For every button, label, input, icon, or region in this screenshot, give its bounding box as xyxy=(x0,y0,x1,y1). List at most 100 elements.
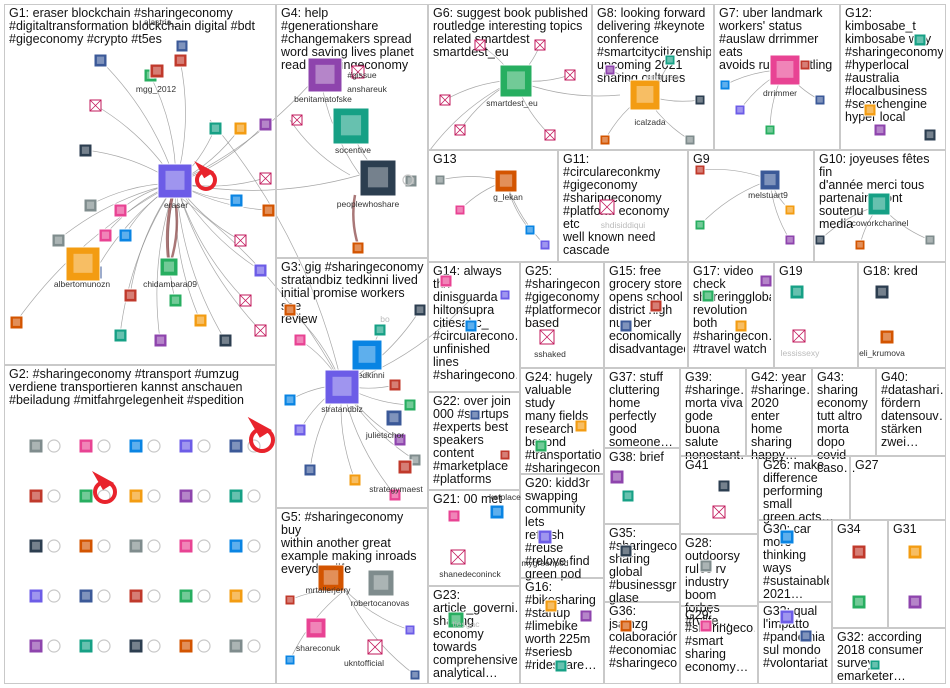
node-avatar[interactable] xyxy=(720,80,730,90)
node-avatar[interactable] xyxy=(129,439,143,453)
node-avatar[interactable] xyxy=(852,595,866,609)
node-avatar[interactable] xyxy=(114,204,127,217)
node-avatar[interactable] xyxy=(234,122,247,135)
node-avatar[interactable] xyxy=(304,464,316,476)
node-benitamatofske[interactable] xyxy=(308,58,342,92)
node-avatar[interactable] xyxy=(374,324,386,336)
node-avatar[interactable] xyxy=(259,118,272,131)
node-avatar[interactable] xyxy=(79,489,93,503)
node-avatar[interactable] xyxy=(605,65,615,75)
node-avatar[interactable] xyxy=(924,129,936,141)
node-avatar[interactable] xyxy=(495,170,517,192)
node-avatar[interactable] xyxy=(908,545,922,559)
node-avatar[interactable] xyxy=(179,539,193,553)
node-avatar[interactable] xyxy=(169,294,182,307)
node-placeholder[interactable] xyxy=(240,295,251,306)
node-avatar[interactable] xyxy=(855,240,865,250)
node-avatar[interactable] xyxy=(404,399,416,411)
node-avatar[interactable] xyxy=(29,489,43,503)
node-peoplewhoshare[interactable] xyxy=(360,160,396,196)
node-avatar[interactable] xyxy=(160,258,178,276)
node-avatar[interactable] xyxy=(765,125,775,135)
node-avatar[interactable] xyxy=(780,610,794,624)
node-avatar[interactable] xyxy=(695,95,705,105)
node-avatar[interactable] xyxy=(868,193,890,215)
node-avatar[interactable] xyxy=(52,234,65,247)
node-avatar[interactable] xyxy=(129,639,143,653)
node-avatar[interactable] xyxy=(29,589,43,603)
node-avatar[interactable] xyxy=(29,439,43,453)
node-avatar[interactable] xyxy=(490,505,504,519)
node-avatar[interactable] xyxy=(780,530,794,544)
node-avatar[interactable] xyxy=(99,229,112,242)
node-avatar[interactable] xyxy=(650,300,662,312)
node-avatar[interactable] xyxy=(500,290,510,300)
node-avatar[interactable] xyxy=(150,64,164,78)
node-avatar[interactable] xyxy=(254,264,267,277)
node-avatar[interactable] xyxy=(545,600,557,612)
node-avatar[interactable] xyxy=(735,320,747,332)
node-placeholder[interactable] xyxy=(455,125,465,135)
node-placeholder[interactable] xyxy=(535,40,545,50)
node-avatar[interactable] xyxy=(760,170,780,190)
node-placeholder[interactable] xyxy=(713,506,725,518)
node-avatar[interactable] xyxy=(852,545,866,559)
node-avatar[interactable] xyxy=(540,240,550,250)
node-avatar[interactable] xyxy=(229,639,243,653)
node-avatar[interactable] xyxy=(580,610,592,622)
node-avatar[interactable] xyxy=(229,439,243,453)
node-placeholder[interactable] xyxy=(260,173,271,184)
node-avatar[interactable] xyxy=(700,620,712,632)
node-avatar[interactable] xyxy=(800,630,812,642)
node-placeholder[interactable] xyxy=(793,330,805,342)
node-avatar[interactable] xyxy=(79,539,93,553)
node-avatar[interactable] xyxy=(695,220,705,230)
node-avatar[interactable] xyxy=(435,175,445,185)
node-avatar[interactable] xyxy=(874,124,886,136)
node-avatar[interactable] xyxy=(398,460,412,474)
node-avatar[interactable] xyxy=(229,489,243,503)
node-avatar[interactable] xyxy=(209,122,222,135)
node-avatar[interactable] xyxy=(29,539,43,553)
node-avatar[interactable] xyxy=(79,589,93,603)
node-avatar[interactable] xyxy=(875,285,889,299)
node-avatar[interactable] xyxy=(174,54,187,67)
node-avatar[interactable] xyxy=(176,40,188,52)
node-avatar[interactable] xyxy=(925,235,935,245)
node-icalzada[interactable] xyxy=(630,80,660,110)
node-avatar[interactable] xyxy=(685,135,695,145)
node-avatar[interactable] xyxy=(129,589,143,603)
node-avatar[interactable] xyxy=(414,304,426,316)
node-avatar[interactable] xyxy=(194,314,207,327)
node-avatar[interactable] xyxy=(229,589,243,603)
node-avatar[interactable] xyxy=(622,490,634,502)
node-avatar[interactable] xyxy=(908,595,922,609)
node-avatar[interactable] xyxy=(294,424,306,436)
node-avatar[interactable] xyxy=(500,450,510,460)
node-avatar[interactable] xyxy=(179,639,193,653)
node-placeholder[interactable] xyxy=(540,330,554,344)
node-avatar[interactable] xyxy=(770,55,800,85)
node-avatar[interactable] xyxy=(179,589,193,603)
node-placeholder[interactable] xyxy=(292,115,302,125)
node-avatar[interactable] xyxy=(10,316,23,329)
node-placeholder[interactable] xyxy=(451,550,465,564)
node-avatar[interactable] xyxy=(154,334,167,347)
node-avatar[interactable] xyxy=(405,625,415,635)
node-avatar[interactable] xyxy=(702,290,714,302)
node-avatar[interactable] xyxy=(718,480,730,492)
node-avatar[interactable] xyxy=(84,199,97,212)
node-avatar[interactable] xyxy=(790,285,804,299)
node-avatar[interactable] xyxy=(785,235,795,245)
node-avatar[interactable] xyxy=(410,670,420,680)
node-smartdest[interactable] xyxy=(500,65,532,97)
node-tedkinni[interactable] xyxy=(352,340,382,370)
node-avatar[interactable] xyxy=(306,618,326,638)
node-avatar[interactable] xyxy=(219,334,232,347)
node-avatar[interactable] xyxy=(29,639,43,653)
node-avatar[interactable] xyxy=(294,334,306,346)
node-avatar[interactable] xyxy=(610,470,624,484)
node-avatar[interactable] xyxy=(695,165,705,175)
node-avatar[interactable] xyxy=(620,545,632,557)
node-avatar[interactable] xyxy=(620,620,632,632)
